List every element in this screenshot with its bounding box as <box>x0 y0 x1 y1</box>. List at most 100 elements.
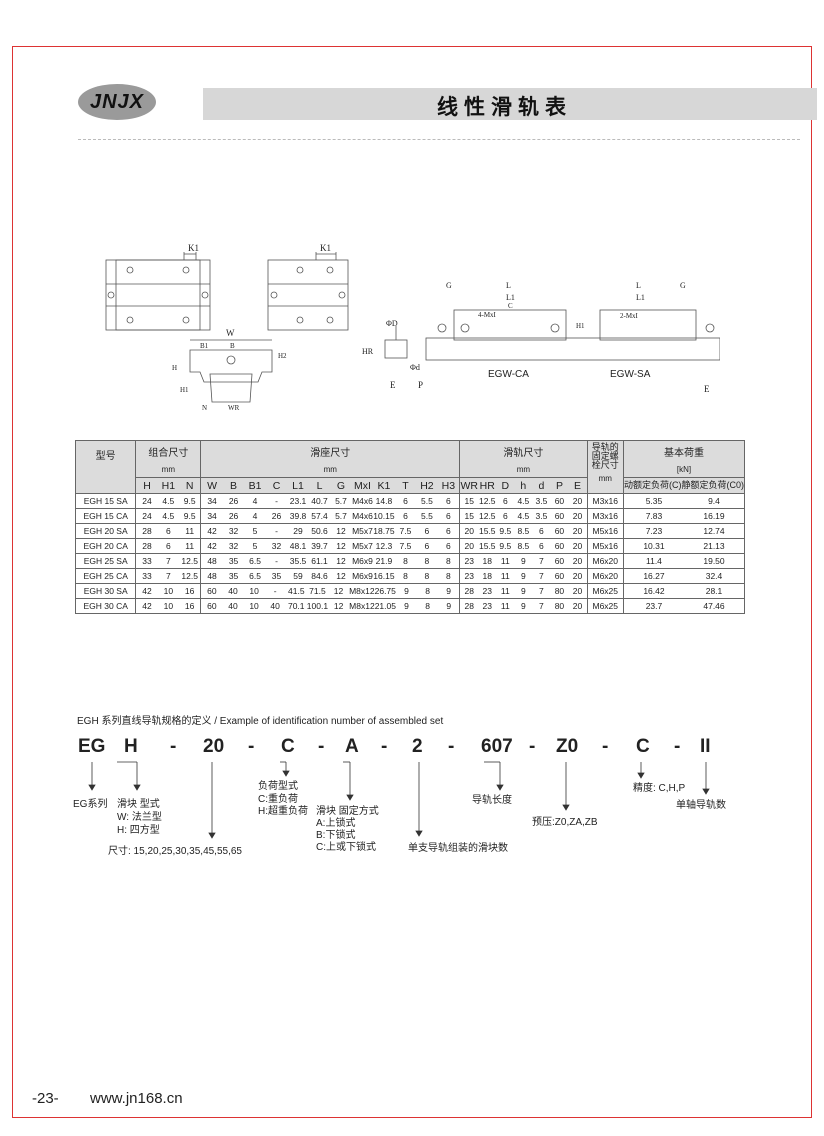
cell-rail-6: 20 <box>572 556 583 566</box>
l-label-1: L <box>506 281 511 290</box>
cell-combo-2: 12.5 <box>181 556 198 566</box>
cell-load-c: 5.35 <box>645 496 663 506</box>
cell-block-3: 32 <box>271 541 282 551</box>
cell-combo-1: 4.5 <box>162 496 175 506</box>
frame-top-line <box>12 46 812 47</box>
cell-block-2: 6.5 <box>249 556 261 566</box>
egw-ca-label: EGW-CA <box>488 369 529 380</box>
cell-bolt: M3x16 <box>586 508 624 524</box>
cell-block-9: 6 <box>403 496 408 506</box>
e-label-1: E <box>390 380 396 390</box>
block-col-9: T <box>402 479 409 492</box>
cell-block-4: 39.8 <box>289 511 307 521</box>
code-part-5: C <box>281 736 295 757</box>
cell-block-3: 40 <box>270 601 280 611</box>
end-view: W B1 B H H1 H2 N WR <box>172 328 287 412</box>
cell-block-3: - <box>273 586 277 596</box>
cell-block-11: 9 <box>446 586 452 596</box>
cell-block-0: 42 <box>207 541 217 551</box>
page-title: 线性滑轨表 <box>437 95 572 119</box>
cell-rail-6: 20 <box>572 571 583 581</box>
load-col-headers: 动额定负荷(C) 静额定负荷(C0) <box>622 477 746 494</box>
arrow-head-4 <box>346 794 354 801</box>
cell-load-c0: 19.50 <box>703 556 725 566</box>
cell-rail-0: 23 <box>464 571 474 581</box>
cell-block-0: 48 <box>207 556 217 566</box>
rail-col-4: d <box>538 479 545 492</box>
cell-block-0: 48 <box>207 571 217 581</box>
cell-block-2: 10 <box>249 586 259 596</box>
egw-sa-label: EGW-SA <box>610 369 651 380</box>
cell-block-2: 4 <box>252 496 258 506</box>
hr-label: HR <box>362 347 374 356</box>
cell-block-4: 59 <box>293 571 303 581</box>
cell-rail-6: 20 <box>572 526 583 536</box>
arrow-head-0 <box>88 784 96 791</box>
cell-block-1: 40 <box>228 586 238 596</box>
header-block: 滑座尺寸 mm <box>200 439 461 479</box>
cell-block-10: 6 <box>424 541 430 551</box>
cell-rail-1: 15.5 <box>478 541 496 551</box>
cell-rail-0: 15 <box>464 496 474 506</box>
code-part-6: - <box>318 736 325 757</box>
n-label: N <box>202 404 207 412</box>
cell-block-8: 14.8 <box>375 496 393 506</box>
header-bolt: 导轨的固定螺栓尺寸 mm <box>586 440 624 494</box>
cell-rail-0: 23 <box>464 556 474 566</box>
cell-combo-0: 42 <box>142 601 152 611</box>
cell-rail-3: 9 <box>520 571 526 581</box>
cell-block-2: 5 <box>252 526 258 536</box>
cell-rail-0: 28 <box>464 586 474 596</box>
cell-block-5: 40.7 <box>311 496 328 506</box>
cell-rail-1: 18 <box>482 556 492 566</box>
cell-rail-0: 15 <box>464 511 474 521</box>
arrow-head-5 <box>415 830 423 837</box>
cell-block-11: 9 <box>446 601 452 611</box>
cell-combo-2: 12.5 <box>181 571 198 581</box>
code-part-9: 2 <box>412 736 423 757</box>
frame-bottom-line <box>12 1117 812 1118</box>
cell-combo-0: 28 <box>142 541 152 551</box>
cell-rail-1: 18 <box>482 571 492 581</box>
cell-block-10: 5.5 <box>421 496 433 506</box>
cell-load-c0: 47.46 <box>703 601 725 611</box>
cell-model: EGH 30 SA <box>74 583 137 599</box>
cell-model: EGH 25 SA <box>74 553 137 569</box>
cell-combo-1: 7 <box>165 556 171 566</box>
footer-url: www.jn168.cn <box>90 1090 183 1107</box>
example-title: EGH 系列直线导轨规格的定义 / Example of identificat… <box>77 716 444 727</box>
arrow-head-8 <box>637 772 645 779</box>
code-part-8: - <box>381 736 388 757</box>
code-part-17: II <box>700 736 711 757</box>
code-part-11: 607 <box>481 736 513 757</box>
header-rail-mm: mm <box>516 465 531 474</box>
cell-block-8: 26.75 <box>374 586 396 596</box>
cell-rail-5: 60 <box>554 541 565 551</box>
cell-block-8: 16.15 <box>373 571 395 581</box>
cell-combo-2: 11 <box>185 541 195 551</box>
cell-model: EGH 30 CA <box>74 598 137 614</box>
cell-load-c: 23.7 <box>645 601 663 611</box>
cell-load-c0: 9.4 <box>708 496 720 506</box>
c-label: C <box>508 302 513 310</box>
cell-block-4: 35.5 <box>289 556 307 566</box>
block-col-8: K1 <box>377 479 391 492</box>
cell-block-7: M4x6 <box>352 496 373 506</box>
cell-block-9: 9 <box>404 601 409 611</box>
cell-rail-3: 9 <box>520 601 526 611</box>
cell-rail-2: 6 <box>502 511 508 521</box>
cell-block-0: 34 <box>207 511 217 521</box>
arrow-head-7 <box>562 804 570 811</box>
frame-right-line <box>811 46 812 1118</box>
cell-block-4: 48.1 <box>289 541 307 551</box>
cell-block-7: M5x7 <box>352 541 373 551</box>
cell-combo-2: 9.5 <box>183 496 196 506</box>
